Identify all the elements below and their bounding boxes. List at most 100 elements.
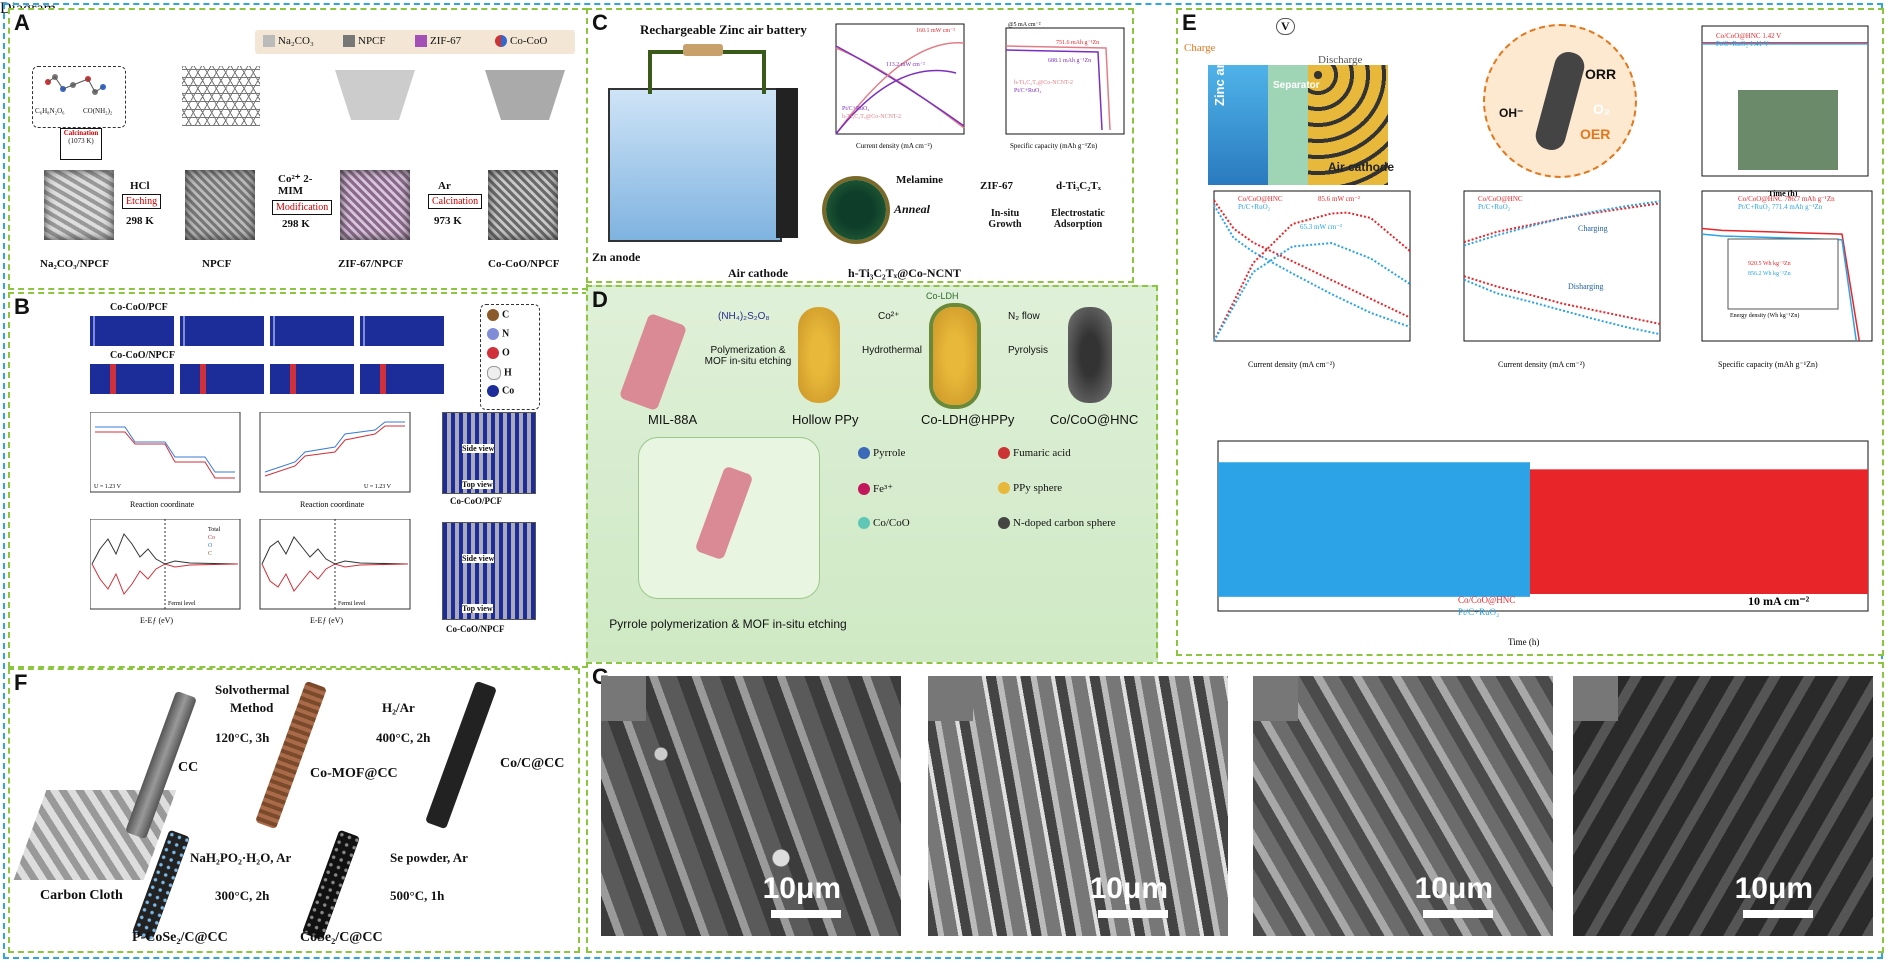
e4-leg-1: Co/CoO@HNC 786.7 mAh g⁻¹Zn [1738,195,1835,203]
panel-letter: E [1182,10,1197,35]
structure-row-2 [90,364,450,394]
row-label-pcf: Co-CoO/PCF [110,302,168,313]
scale-label-4: 10μm [1734,872,1813,905]
energy-xlabel-1: Reaction coordinate [130,500,195,509]
cose2-rod [301,829,361,941]
d-legend: Pyrrole Fumaric acid Fe³⁺ PPy sphere Co/… [858,447,1138,557]
d-step-co-ldh: Co-LDH [926,291,959,301]
calcination-box: Calcination (1073 K) [60,128,102,160]
c-leg-ptc: Pt/C+RuO₂ [842,106,869,112]
u-label-1: U = 1.23 V [94,484,122,490]
f-label-co-c: Co/C@CC [500,756,565,771]
e1-leg-2: Pt/C+RuO₂ 1.41 V [1716,40,1769,48]
dos-xlabel-1: E-Eƒ (eV) [140,616,173,625]
e2-curve-red-v [1213,199,1411,319]
c-top-note: @5 mA cm⁻² [1008,22,1041,28]
legend-pyrrole: Pyrrole [873,447,906,459]
f-label-carbon-cloth: Carbon Cloth [40,888,123,903]
structure-caption-1: Co-CoO/PCF [450,496,502,506]
graphene-sheet [182,66,260,126]
battery-resistor [683,44,723,56]
o2-text: O₂ [1593,101,1611,117]
product-mil88a: MIL-88A [648,412,698,427]
air-cathode-plate [776,88,798,238]
zif67-funnel [335,70,415,120]
step-in-situ: In-situ Growth [988,208,1022,230]
precursor-1: C₆H₈N₂O₆ [35,107,65,115]
gibbs-energy-plots: Reaction coordinate Reaction coordinate … [90,412,411,509]
e2-xlabel: Current density (mA cm⁻²) [1248,360,1335,369]
step-a3-top: Ar [438,180,451,192]
air-cathode-label: Air cathode [728,266,789,280]
precursor-box: C₆H₈N₂O₆ CO(NH₂)₂ [32,66,126,128]
dos-xlabel-2: E-Eƒ (eV) [310,616,343,625]
atom-h: H [504,367,512,379]
panel-g: G 10μm 10μm 10μm 10μm [586,662,1884,953]
e3-discharging: Disharging [1568,282,1603,291]
composite-sphere [826,180,886,240]
e4-xlabel: Specific capacity (mAh g⁻¹Zn) [1718,360,1818,369]
e-chart-5: Co/CoO@HNC Pt/C+RuO₂ 10 mA cm⁻² Time (h) [1217,440,1869,647]
e5-leg-2: Pt/C+RuO₂ [1458,607,1499,617]
f-step1-a: Solvothermal [215,682,290,697]
step-a1-bottom: 298 K [126,215,154,227]
panel-b: B Co-CoO/PCF Co-CoO/NPCF C N O H Co Reac… [8,292,588,668]
e4-curve-red [1701,227,1861,342]
co-ldh-hppy [933,307,977,405]
c-leg2-ti: h-Ti₃C₂Tₓ@Co-NCNT-2 [1014,80,1073,86]
product-hollow-ppy: Hollow PPy [792,412,859,427]
e3-charging: Charging [1578,224,1608,233]
atom-co: Co [502,385,515,397]
f-step4-a: NaH₂PO₂·H₂O, Ar [190,850,292,865]
sem-image-2: 10μm [928,676,1228,936]
legend-zif67: ZIF-67 [430,35,462,47]
composite-label: h-Ti₃C₂Tₓ@Co-NCNT [848,266,961,280]
sem-image-4: 10μm [1573,676,1873,936]
charge-label: Charge [1184,42,1216,54]
panel-letter: A [14,10,30,35]
orr-oer-zoom: ORR OER O₂ OH⁻ [1483,24,1637,178]
structure-caption-2: Co-CoO/NPCF [446,624,505,634]
e4-inset [1727,238,1839,310]
scale-label-1: 10μm [762,872,841,905]
panel-e: E Charge Discharge Zinc anode Separator … [1176,8,1884,656]
device-photo [1738,90,1838,170]
e4-inset-ann-1: 920.5 Wh kg⁻¹Zn [1748,261,1791,267]
legend-fe: Fe³⁺ [873,483,894,495]
atom-o: O [502,347,510,359]
scale-label-2: 10μm [1089,872,1168,905]
c-xlabel-2: Specific capacity (mAh g⁻¹Zn) [1010,142,1098,150]
material-label-3: ZIF-67/NPCF [338,258,404,270]
panel-a: A Na₂CO₃ NPCF ZIF-67 Co-CoO C₆H₈N₂O₆ CO(… [8,8,588,290]
e2-ann-2: 65.3 mW cm⁻² [1300,223,1342,231]
co-coo-funnel [485,70,565,120]
separator-text: Separator [1273,80,1320,91]
legend-npcf: NPCF [358,35,386,47]
step-a3-box: Calcination [428,194,483,209]
e2-leg-2: Pt/C+RuO₂ [1238,203,1271,211]
f-step4-b: 300°C, 2h [215,888,270,903]
oh-text: OH⁻ [1499,106,1524,120]
legend-fumaric: Fumaric acid [1013,447,1071,459]
c-leg2-ptc: Pt/C+RuO₂ [1014,88,1041,94]
e3-xlabel: Current density (mA cm⁻²) [1498,360,1585,369]
e5-leg-1: Co/CoO@HNC [1458,595,1515,605]
e5-note: 10 mA cm⁻² [1748,594,1810,608]
step-a2-top: Co²⁺ 2-MIM [278,173,313,197]
co-coo-npcf-block [488,170,558,240]
step-a1-box: Etching [122,194,162,209]
scale-label-3: 10μm [1414,872,1493,905]
zif67-npcf-block [340,170,410,240]
sem-image-1: 10μm [601,676,901,936]
dos-legend-total: Total [208,527,221,533]
hollow-ppy [798,307,840,403]
e5-xlabel: Time (h) [1508,637,1539,647]
e3-leg-1: Co/CoO@HNC [1478,195,1523,203]
air-cathode-text: Air cathode [1328,160,1395,174]
d-caption: Pyrrole polymerization & MOF in-situ etc… [609,617,847,631]
c-xlabel-1: Current density (mA cm⁻²) [856,142,933,150]
legend-co-coo: Co/CoO [873,517,910,529]
f-step2-b: 400°C, 2h [376,730,431,745]
battery-title: Rechargeable Zinc air battery [640,22,807,37]
e-chart-1: Co/CoO@HNC 1.42 V Pt/C+RuO₂ 1.41 V Time … [1701,25,1869,198]
